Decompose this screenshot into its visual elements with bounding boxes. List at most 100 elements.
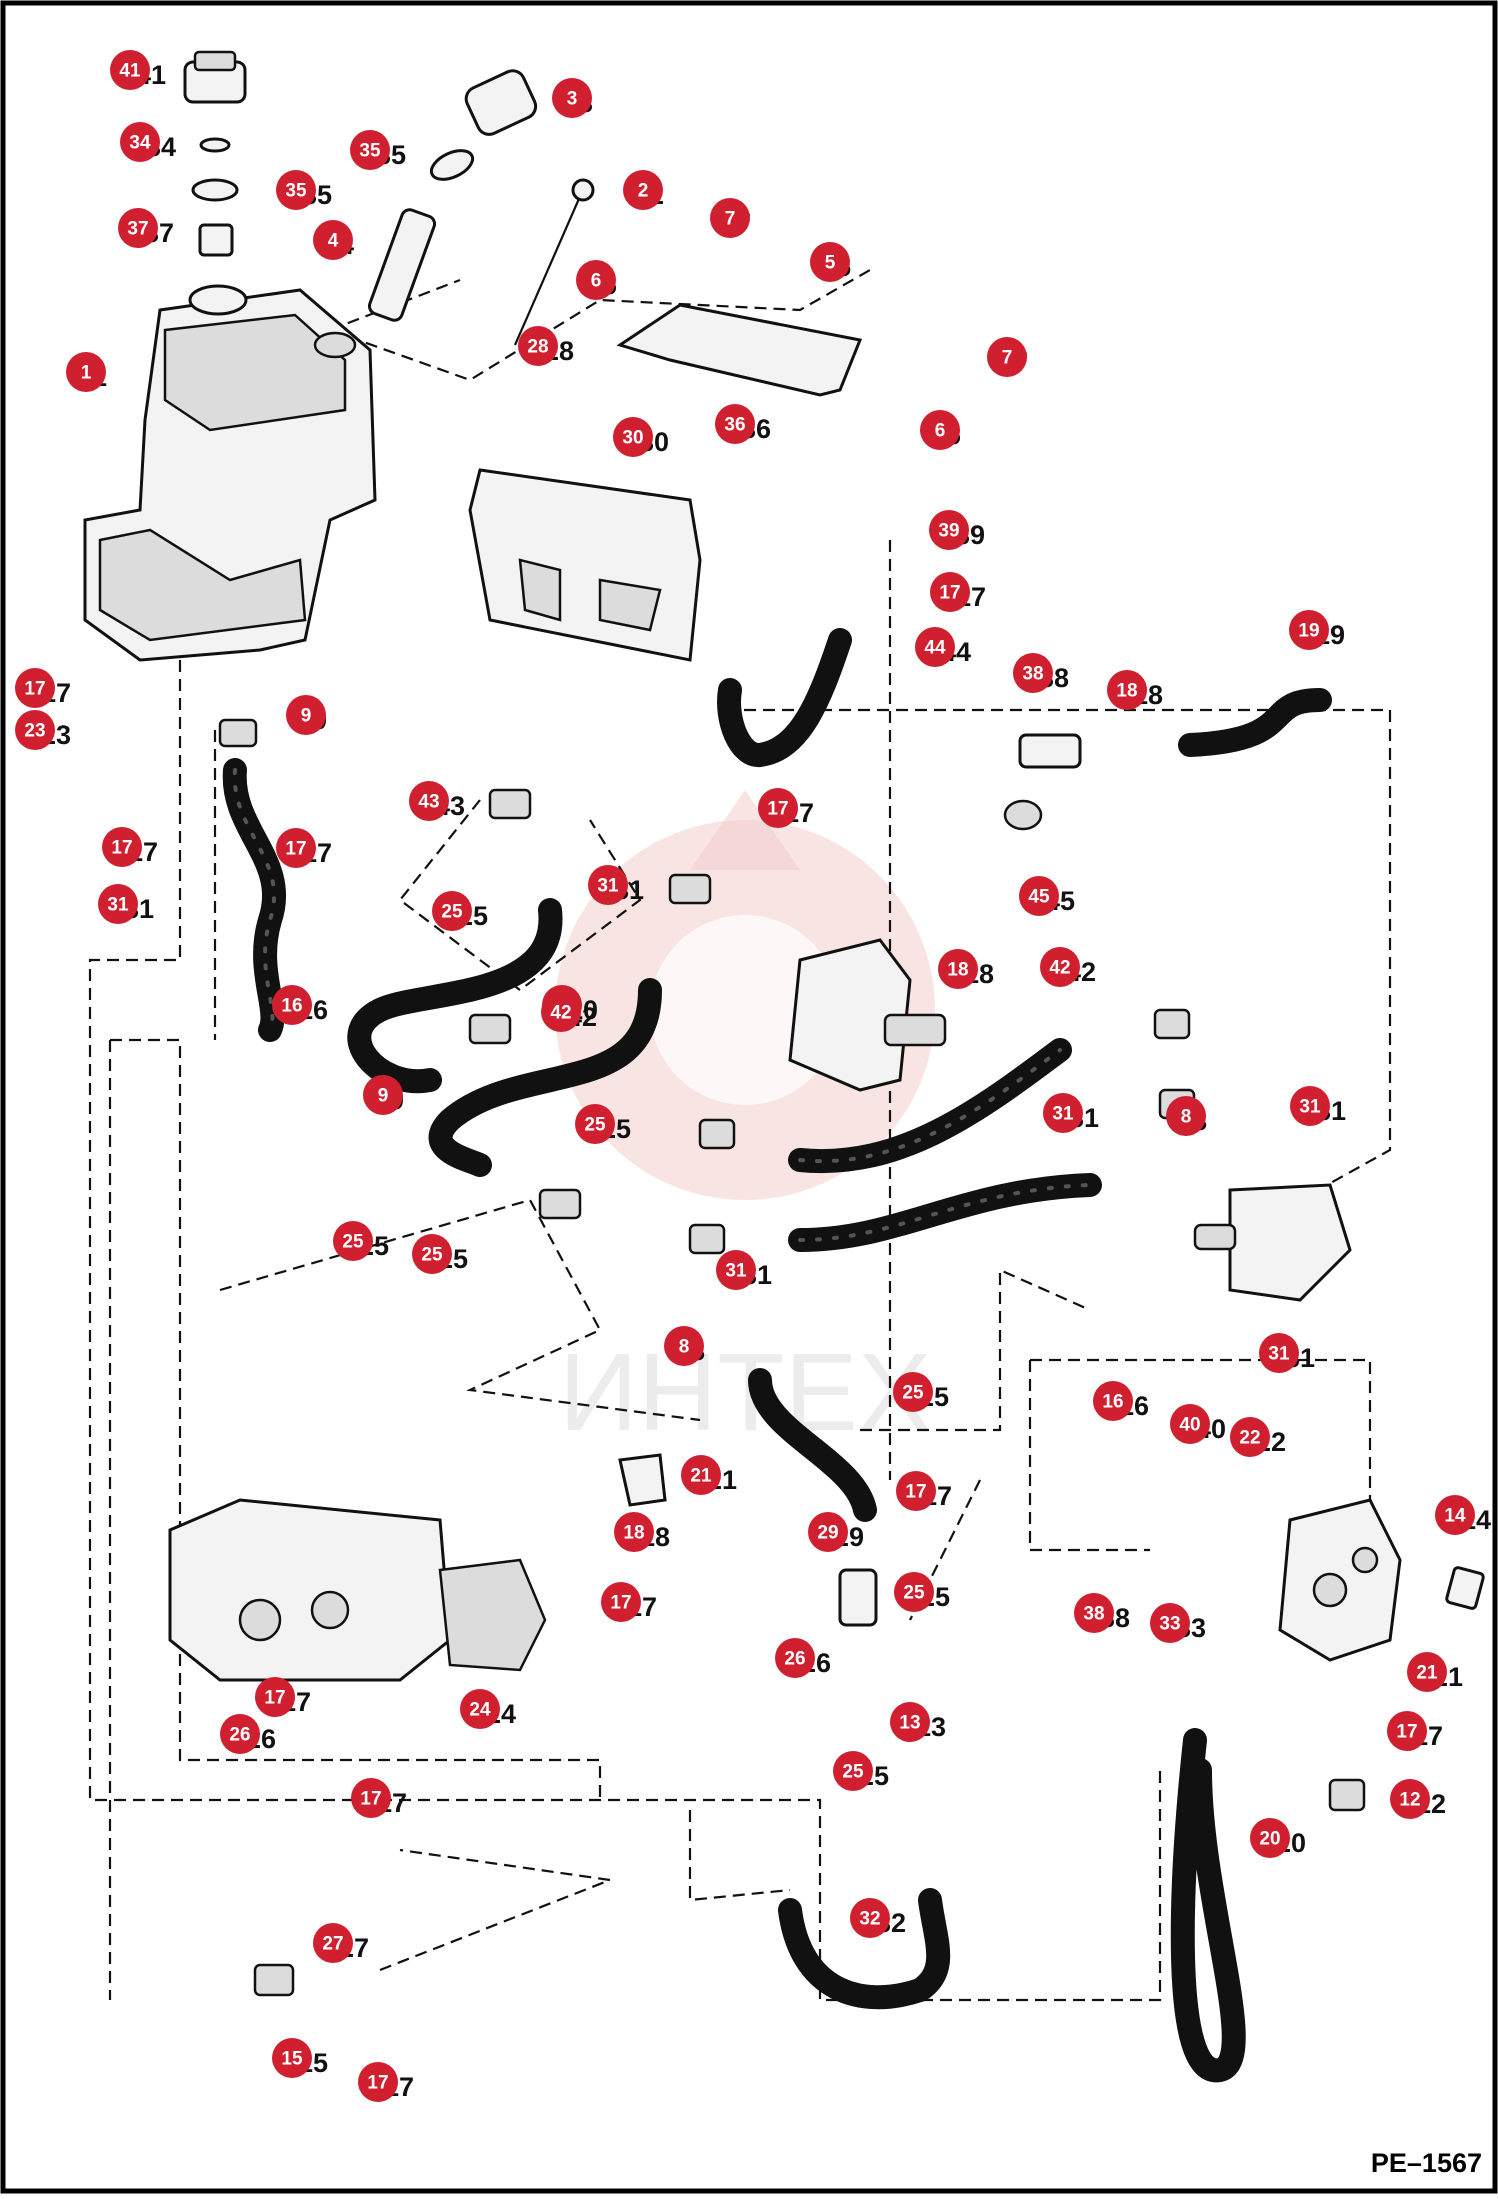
callout-badge [716, 1250, 756, 1290]
callout-badge [929, 510, 969, 550]
callout-number: 23 [24, 721, 45, 742]
callout-32: 32 [850, 1898, 890, 1938]
callout-number: 38 [1083, 1604, 1104, 1625]
callout-number: 31 [1268, 1344, 1290, 1365]
callout-29: 29 [808, 1512, 848, 1552]
callout-number: 17 [905, 1482, 926, 1503]
callout-badge [1387, 1711, 1427, 1751]
callout-4: 4 [313, 220, 353, 260]
callout-number: 31 [725, 1261, 747, 1282]
callout-number: 6 [591, 271, 602, 292]
callout-31: 31 [1290, 1086, 1330, 1126]
callout-badge [613, 417, 653, 457]
callout-34: 34 [120, 122, 160, 162]
callout-badge [930, 572, 970, 612]
callout-25: 25 [575, 1104, 615, 1144]
callout-badge [1093, 1381, 1133, 1421]
callout-number: 16 [281, 996, 302, 1017]
callout-badge [1435, 1495, 1475, 1535]
callout-number: 17 [610, 1593, 631, 1614]
callout-number: 8 [679, 1337, 690, 1358]
callout-number: 17 [264, 1688, 285, 1709]
callout-number: 42 [1049, 958, 1070, 979]
callout-badge [1259, 1333, 1299, 1373]
callout-number: 25 [342, 1232, 364, 1253]
callout-number: 14 [1444, 1506, 1466, 1527]
callout-25: 25 [412, 1234, 452, 1274]
callout-41: 41 [110, 50, 150, 90]
callout-badge [255, 1677, 295, 1717]
callout-badge [541, 992, 581, 1032]
callout-number: 6 [935, 421, 946, 442]
callout-35: 35 [276, 170, 316, 210]
callout-badge [120, 122, 160, 162]
callout-badge [552, 78, 592, 118]
callout-badge [575, 1104, 615, 1144]
callout-badge [110, 50, 150, 90]
callout-badge [313, 220, 353, 260]
callout-badge [1166, 1096, 1206, 1136]
callout-number: 36 [724, 415, 745, 436]
callout-number: 17 [939, 583, 960, 604]
callout-badge [894, 1572, 934, 1612]
callout-badge [460, 1689, 500, 1729]
callout-badge [576, 260, 616, 300]
callout-number: 12 [1399, 1790, 1420, 1811]
callout-badge [715, 404, 755, 444]
callout-badge [896, 1471, 936, 1511]
callout-39: 39 [929, 510, 969, 550]
callout-number: 9 [301, 706, 312, 727]
pump-assembly [168, 1453, 667, 1682]
callout-number: 39 [938, 521, 959, 542]
callout-30: 30 [613, 417, 653, 457]
callout-number: 40 [1179, 1415, 1200, 1436]
callout-38: 38 [1074, 1593, 1114, 1633]
callout-24: 24 [460, 1689, 500, 1729]
callout-26: 26 [220, 1714, 260, 1754]
callout-number: 31 [1052, 1104, 1074, 1125]
callout-1: 1 [66, 352, 106, 392]
callout-badge [518, 326, 558, 366]
callout-number: 20 [1259, 1829, 1280, 1850]
callout-badge [710, 198, 750, 238]
callout-13: 13 [890, 1702, 930, 1742]
callout-16: 16 [1093, 1381, 1133, 1421]
callout-number: 15 [281, 2049, 303, 2070]
callout-14: 14 [1435, 1495, 1475, 1535]
callout-number: 26 [229, 1725, 250, 1746]
callout-21: 21 [1407, 1652, 1447, 1692]
callout-36: 36 [715, 404, 755, 444]
filler-parts [183, 50, 595, 346]
callout-number: 18 [947, 960, 968, 981]
callout-17: 17 [358, 2062, 398, 2102]
callout-number: 32 [859, 1909, 880, 1930]
callout-number: 22 [1239, 1428, 1260, 1449]
callout-35: 35 [350, 130, 390, 170]
callout-number: 31 [107, 895, 129, 916]
callout-badge [1019, 876, 1059, 916]
hydraulic-motors [788, 938, 1352, 1302]
callout-18: 18 [1107, 670, 1147, 710]
callout-31: 31 [588, 865, 628, 905]
callout-17: 17 [276, 828, 316, 868]
callout-badge [1074, 1593, 1114, 1633]
callout-17: 17 [1387, 1711, 1427, 1751]
callout-8: 8 [1166, 1096, 1206, 1136]
callout-17: 17 [930, 572, 970, 612]
callout-badge [664, 1326, 704, 1366]
bracket-and-shield [468, 303, 863, 662]
callout-18: 18 [614, 1512, 654, 1552]
callout-badge [1150, 1603, 1190, 1643]
callout-number: 25 [842, 1762, 864, 1783]
callout-badge [1290, 1086, 1330, 1126]
callout-number: 25 [584, 1115, 606, 1136]
callout-number: 31 [1299, 1097, 1321, 1118]
callout-9: 9 [363, 1075, 403, 1115]
callout-number: 30 [622, 428, 643, 449]
hoses [222, 628, 1332, 2083]
watermark-text: ИНТЕХ [559, 1331, 931, 1454]
figure-code: PE–1567 [1371, 2148, 1482, 2178]
callout-17: 17 [758, 788, 798, 828]
